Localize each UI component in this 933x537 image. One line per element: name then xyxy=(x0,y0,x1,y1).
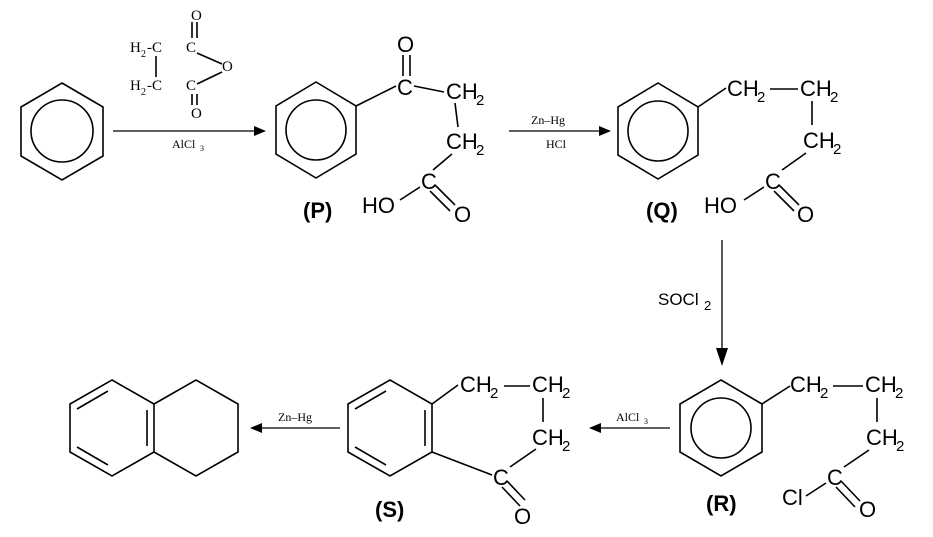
svg-text:HCl: HCl xyxy=(546,137,567,151)
svg-text:CH: CH xyxy=(803,128,835,153)
svg-text:3: 3 xyxy=(200,144,204,153)
svg-text:2: 2 xyxy=(704,298,711,313)
benzene-molecule xyxy=(20,82,104,181)
arrow-clemmensen-2: Zn–Hg xyxy=(250,410,340,433)
svg-text:Cl: Cl xyxy=(782,485,803,510)
svg-text:2: 2 xyxy=(896,438,904,455)
svg-text:C: C xyxy=(397,75,413,100)
svg-text:-C: -C xyxy=(147,78,162,94)
svg-text:2: 2 xyxy=(141,87,146,98)
svg-text:C: C xyxy=(827,465,843,490)
compound-p: C O CH 2 CH 2 C O HO (P) xyxy=(275,32,484,227)
label-p: (P) xyxy=(303,198,332,223)
succinic-anhydride-reagent: H 2 -C C H 2 -C C O O O xyxy=(130,8,233,122)
svg-text:3: 3 xyxy=(644,417,648,426)
svg-text:CH: CH xyxy=(790,372,822,397)
svg-text:2: 2 xyxy=(820,385,828,402)
label-r: (R) xyxy=(706,491,737,516)
svg-text:CH: CH xyxy=(532,425,564,450)
svg-text:Zn–Hg: Zn–Hg xyxy=(531,113,565,127)
arrow-thionyl-chloride: SOCl 2 xyxy=(658,240,728,366)
svg-text:C: C xyxy=(186,78,196,94)
svg-text:CH: CH xyxy=(800,76,832,101)
label-q: (Q) xyxy=(646,198,678,223)
arrow-intramolecular-acylation: AlCl 3 xyxy=(589,410,670,433)
tetralin-molecule xyxy=(69,379,239,477)
svg-text:2: 2 xyxy=(757,89,765,106)
svg-text:O: O xyxy=(397,32,414,57)
svg-text:O: O xyxy=(454,202,471,227)
svg-text:C: C xyxy=(186,40,196,56)
svg-text:O: O xyxy=(514,504,531,529)
svg-text:O: O xyxy=(859,497,876,522)
arrow-friedel-crafts: AlCl 3 xyxy=(113,126,266,153)
svg-text:CH: CH xyxy=(727,76,759,101)
svg-text:AlCl: AlCl xyxy=(172,137,196,151)
svg-text:O: O xyxy=(222,59,233,75)
svg-text:H: H xyxy=(130,40,141,56)
svg-text:CH: CH xyxy=(532,372,564,397)
svg-text:O: O xyxy=(797,202,814,227)
svg-text:Zn–Hg: Zn–Hg xyxy=(278,410,312,424)
svg-text:2: 2 xyxy=(830,89,838,106)
svg-text:2: 2 xyxy=(833,141,841,158)
svg-text:CH: CH xyxy=(866,425,898,450)
svg-text:2: 2 xyxy=(476,142,484,159)
svg-text:HO: HO xyxy=(362,193,395,218)
svg-text:2: 2 xyxy=(476,92,484,109)
svg-text:O: O xyxy=(191,106,202,122)
svg-text:C: C xyxy=(493,465,509,490)
svg-text:2: 2 xyxy=(490,385,498,402)
svg-text:2: 2 xyxy=(895,385,903,402)
svg-text:O: O xyxy=(191,8,202,24)
svg-text:C: C xyxy=(765,169,781,194)
compound-s: CH 2 CH 2 CH 2 C O (S) xyxy=(347,372,570,529)
svg-text:SOCl: SOCl xyxy=(658,290,699,309)
svg-text:-C: -C xyxy=(147,40,162,56)
svg-text:CH: CH xyxy=(446,129,478,154)
svg-text:2: 2 xyxy=(562,438,570,455)
svg-text:2: 2 xyxy=(562,385,570,402)
svg-text:CH: CH xyxy=(460,372,492,397)
svg-text:2: 2 xyxy=(141,49,146,60)
svg-text:AlCl: AlCl xyxy=(616,410,640,424)
compound-q: CH 2 CH 2 CH 2 C O HO (Q) xyxy=(617,76,841,227)
svg-text:CH: CH xyxy=(446,79,478,104)
svg-text:HO: HO xyxy=(704,193,737,218)
label-s: (S) xyxy=(375,497,404,522)
svg-text:H: H xyxy=(130,78,141,94)
compound-r: CH 2 CH 2 CH 2 C O Cl (R) xyxy=(679,372,904,522)
svg-text:C: C xyxy=(421,169,437,194)
arrow-clemmensen-1: Zn–Hg HCl xyxy=(509,113,611,151)
svg-text:CH: CH xyxy=(865,372,897,397)
